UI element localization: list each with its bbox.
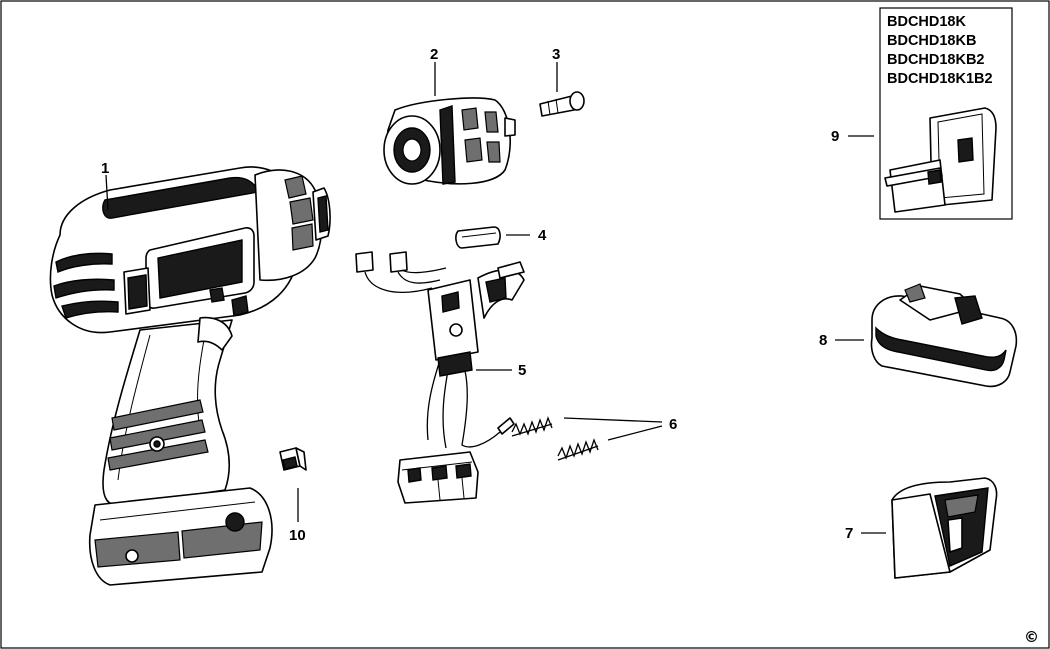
storage-case[interactable] xyxy=(884,107,997,213)
model-name: BDCHD18KB2 xyxy=(887,52,985,68)
callout-7: 7 xyxy=(845,525,853,542)
model-box xyxy=(879,7,1013,220)
model-name: BDCHD18K1B2 xyxy=(887,71,993,87)
callout-6: 6 xyxy=(669,416,677,433)
callout-1: 1 xyxy=(101,160,109,177)
callout-3: 3 xyxy=(552,46,560,63)
switch-assembly[interactable] xyxy=(355,251,525,504)
leader-lines xyxy=(105,62,886,534)
charger[interactable] xyxy=(891,477,998,579)
switch-pad[interactable] xyxy=(455,226,501,249)
keyless-chuck[interactable] xyxy=(383,97,516,185)
battery-pack[interactable] xyxy=(870,283,1018,388)
callout-9: 9 xyxy=(831,128,839,145)
springs[interactable] xyxy=(511,416,599,461)
model-name: BDCHD18KB xyxy=(887,33,976,49)
small-clip[interactable] xyxy=(279,447,307,471)
callout-5: 5 xyxy=(518,362,526,379)
callout-10: 10 xyxy=(289,527,306,544)
callout-4: 4 xyxy=(538,227,547,244)
model-name: BDCHD18K xyxy=(887,14,966,30)
chuck-screw[interactable] xyxy=(539,91,585,117)
drill-body[interactable] xyxy=(49,166,331,586)
callout-2: 2 xyxy=(430,46,438,63)
copyright-mark: © xyxy=(1024,628,1039,646)
callout-8: 8 xyxy=(819,332,827,349)
